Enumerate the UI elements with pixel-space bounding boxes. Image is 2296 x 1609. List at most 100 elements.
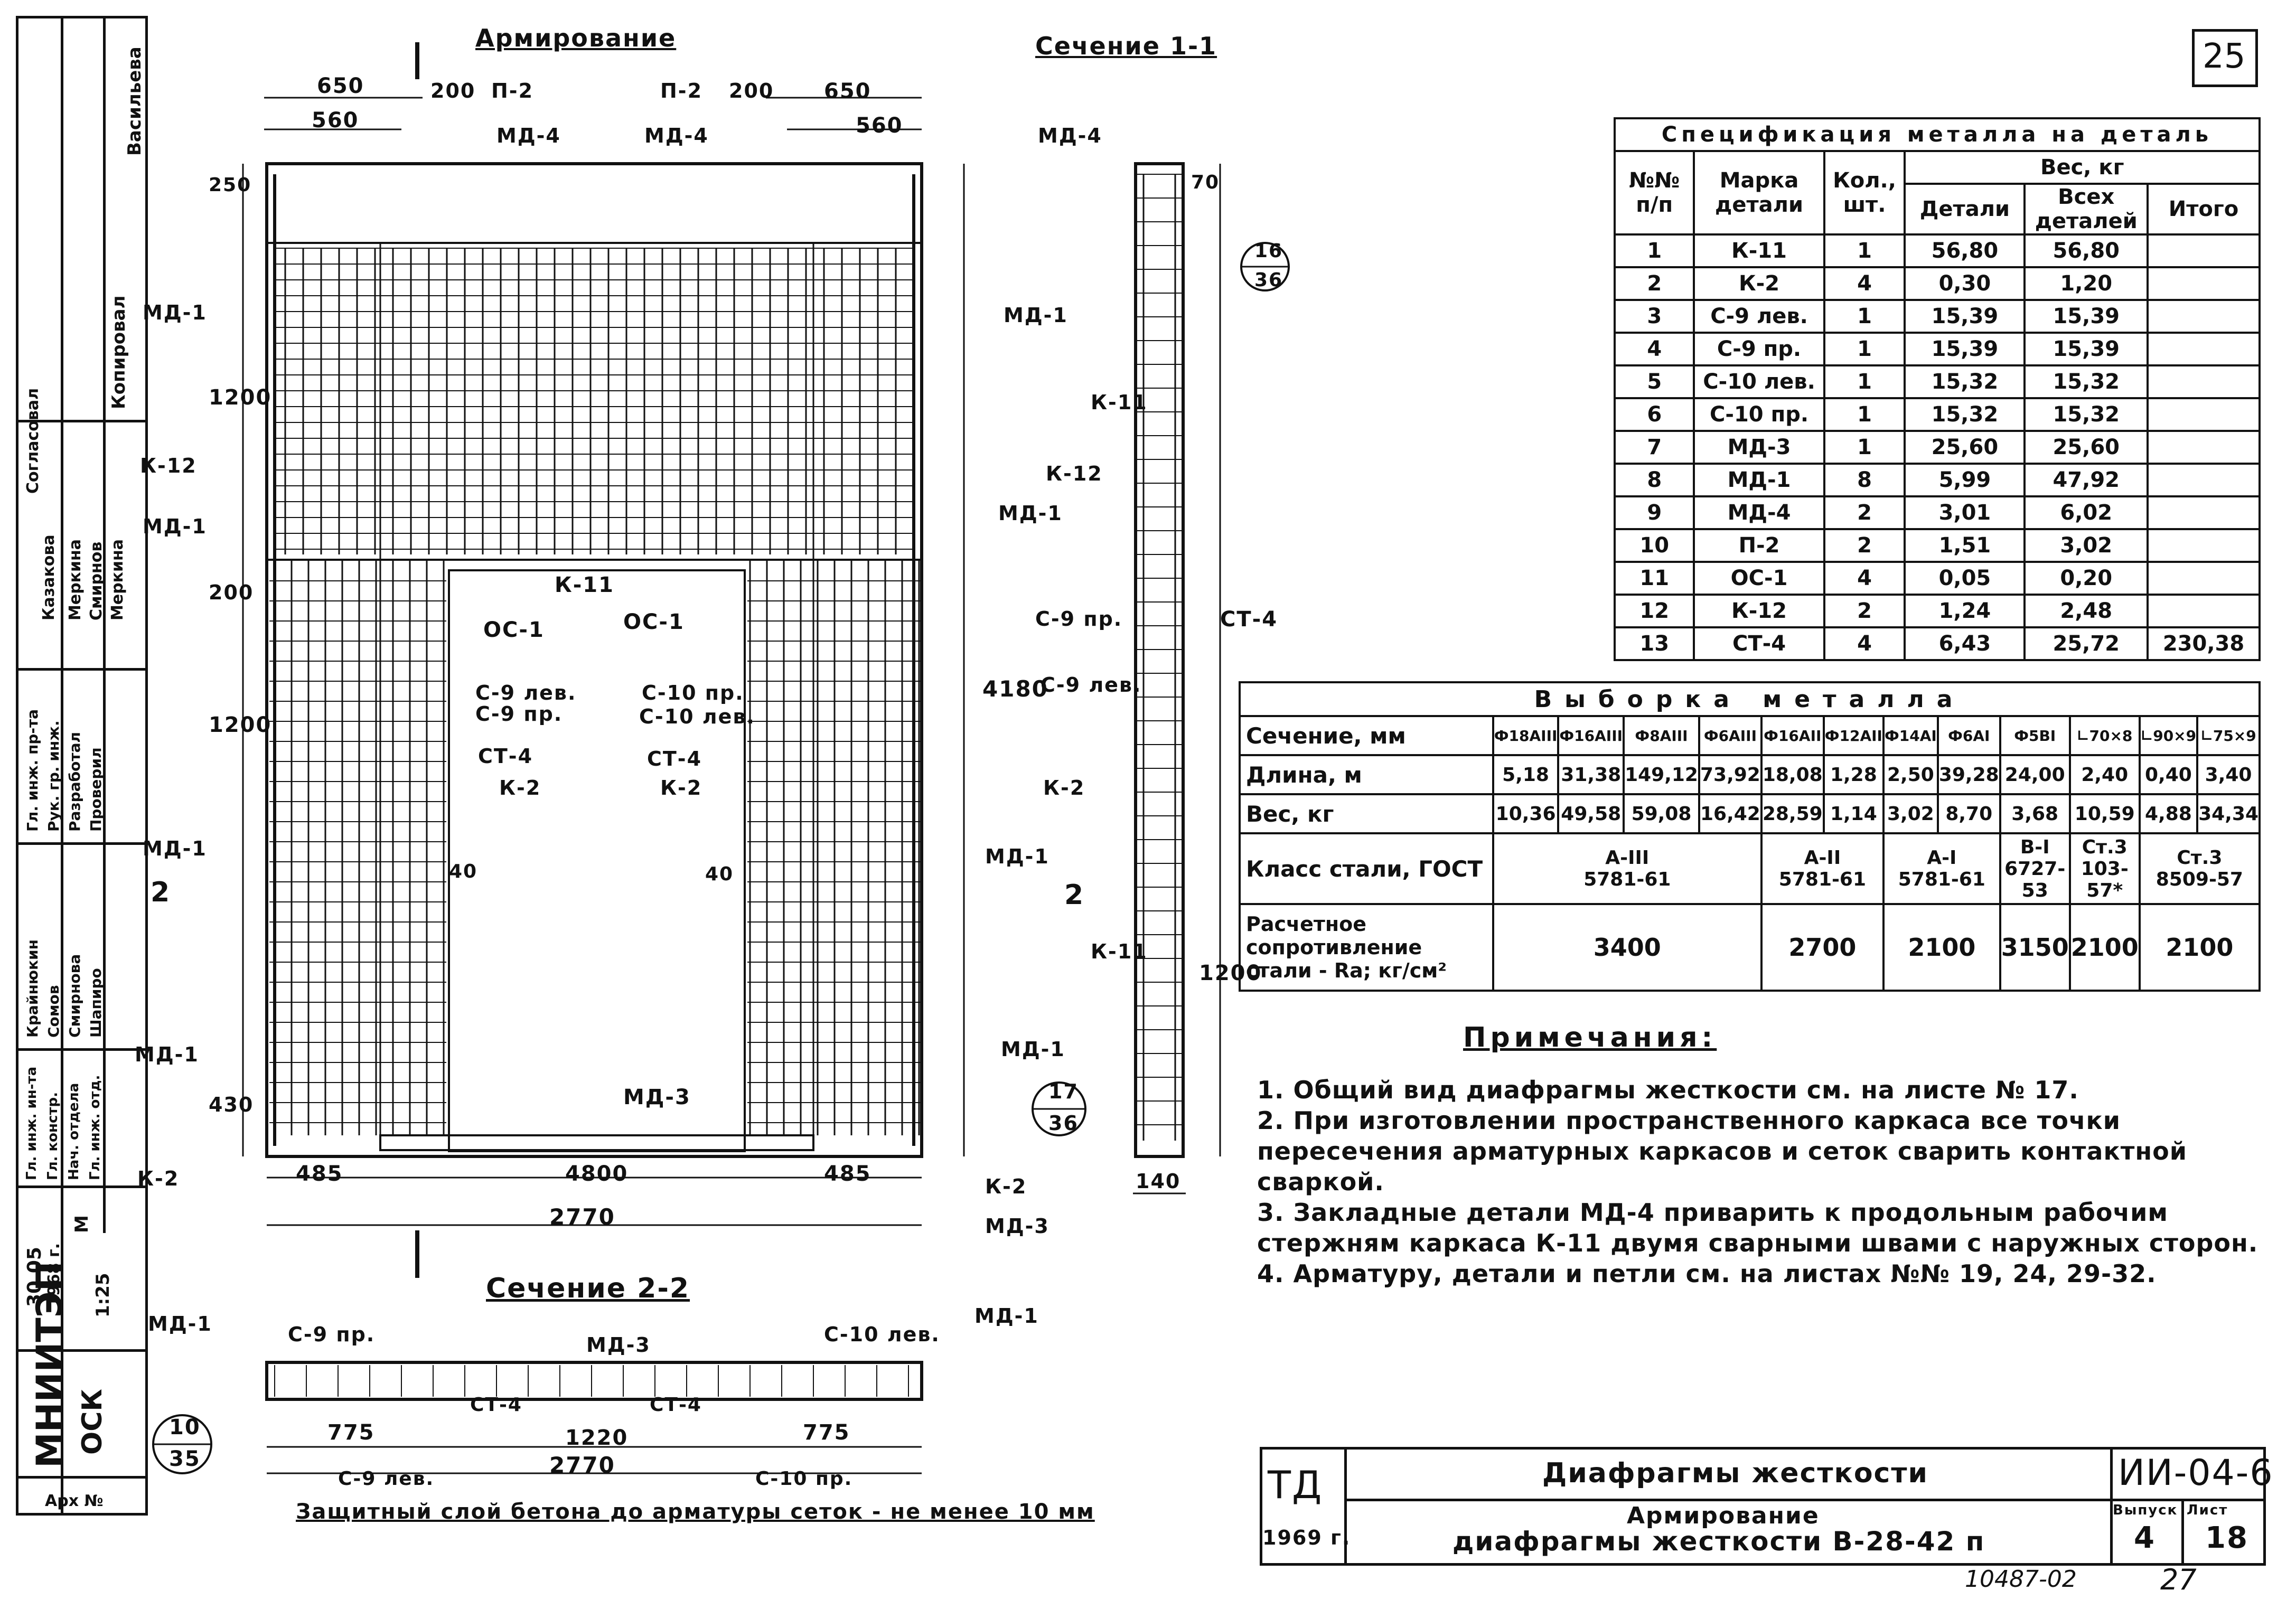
spec-cell-w: 0,30 (1904, 266, 2026, 301)
metal-length-cell: 3,40 (2196, 754, 2261, 795)
tb-name: Диафрагмы жесткости (1542, 1457, 1928, 1489)
spec-cell-total (2147, 495, 2261, 530)
label-k2-bottom-right: К-2 (985, 1175, 1027, 1198)
notes-list: 1. Общий вид диафрагмы жесткости см. на … (1257, 1075, 2261, 1289)
spec-cell-mark: П-2 (1693, 528, 1825, 563)
spec-cell-n: 2 (1613, 266, 1695, 301)
metal-weight-cell: 16,42 (1698, 793, 1763, 834)
metal-weight-cell: 8,70 (1936, 793, 2001, 834)
metal-length-cell: 2,40 (2068, 754, 2141, 795)
spec-cell-qty: 2 (1823, 495, 1906, 530)
title-block (1260, 1447, 2266, 1566)
label-st4-s2-right: СТ-4 (650, 1394, 702, 1416)
metal-col-header: Ф6АI (1936, 715, 2001, 756)
metal-resistance-cell: 2700 (1760, 903, 1885, 992)
spec-cell-n: 13 (1613, 626, 1695, 661)
spec-cell-wall: 15,39 (2023, 332, 2149, 366)
note-3: 3. Закладные детали МД-4 приварить к про… (1257, 1198, 2258, 1257)
metal-resistance-cell: 3400 (1492, 903, 1763, 992)
metal-col-header: Ф16АII (1760, 715, 1825, 756)
dim-1200-l1: 1200 (209, 385, 272, 410)
spec-cell-mark: К-11 (1693, 233, 1825, 268)
metal-length-cell: 2,50 (1882, 754, 1939, 795)
metal-resistance-cell: 2100 (2068, 903, 2141, 992)
metal-col-header: Ф16АIII (1557, 715, 1625, 756)
dim-485-left: 485 (296, 1162, 343, 1186)
spec-cell-qty: 1 (1823, 233, 1906, 268)
spec-cell-w: 56,80 (1904, 233, 2026, 268)
spec-cell-mark: МД-4 (1693, 495, 1825, 530)
metal-length-cell: 18,08 (1760, 754, 1825, 795)
spec-cell-qty: 4 (1823, 626, 1906, 661)
spec-cell-n: 4 (1613, 332, 1695, 366)
label-s9lev: С-9 лев. (475, 681, 577, 704)
metal-title: Выборка металла (1239, 681, 2261, 717)
title-section-2: Сечение 2-2 (486, 1273, 690, 1304)
spec-cell-wall: 1,20 (2023, 266, 2149, 301)
spec-cell-wall: 47,92 (2023, 463, 2149, 497)
spec-cell-n: 6 (1613, 397, 1695, 432)
spec-cell-n: 11 (1613, 561, 1695, 596)
tb-subtitle-1: Армирование (1627, 1502, 1820, 1529)
spec-cell-mark: С-10 лев. (1693, 364, 1825, 399)
metal-col-header: Ф12АII (1822, 715, 1885, 756)
spec-cell-w: 1,24 (1904, 594, 2026, 628)
metal-length-cell: 24,00 (1999, 754, 2071, 795)
spec-cell-w: 15,32 (1904, 364, 2026, 399)
ref-36-b: 36 (1048, 1112, 1079, 1135)
metal-col-header: Ф18АIII (1492, 715, 1560, 756)
ref-35: 35 (169, 1447, 201, 1471)
label-os1-b: ОС-1 (623, 610, 685, 634)
spec-cell-mark: С-9 пр. (1693, 332, 1825, 366)
spec-cell-w: 25,60 (1904, 430, 2026, 465)
metal-resistance-cell: 3150 (1999, 903, 2071, 992)
tb-org: ТД (1268, 1463, 1323, 1507)
spec-cell-wall: 25,60 (2023, 430, 2149, 465)
metal-weight-cell: 59,08 (1623, 793, 1700, 834)
spec-cell-n: 3 (1613, 299, 1695, 334)
spec-cell-qty: 2 (1823, 528, 1906, 563)
metal-weight-cell: 1,14 (1822, 793, 1885, 834)
spec-cell-qty: 4 (1823, 561, 1906, 596)
metal-class-gost: 5781-61 (1898, 869, 1985, 890)
dim-650-left: 650 (317, 74, 364, 98)
spec-title: Спецификация металла на деталь (1614, 117, 2261, 152)
label-s10pr-s2: С-10 пр. (755, 1468, 853, 1490)
spec-cell-mark: ОС-1 (1693, 561, 1825, 596)
label-st4-right: СТ-4 (647, 747, 702, 770)
dim-4800: 4800 (565, 1162, 629, 1186)
label-st4-left: СТ-4 (478, 745, 533, 768)
metal-class-gost: 8509-57 (2156, 869, 2243, 890)
metal-class-name: Ст.3 (2177, 847, 2223, 869)
metal-col-header: Ф5ВI (1999, 715, 2071, 756)
spec-h-wdetail: Детали (1904, 183, 2026, 236)
metal-length-cell: 31,38 (1557, 754, 1625, 795)
tb-sheet-label: Лист (2187, 1502, 2228, 1518)
spec-cell-wall: 2,48 (2023, 594, 2149, 628)
spec-cell-n: 9 (1613, 495, 1695, 530)
spec-cell-total (2147, 397, 2261, 432)
label-md1-r1: МД-1 (1004, 304, 1068, 327)
spec-cell-n: 5 (1613, 364, 1695, 399)
spec-cell-total (2147, 364, 2261, 399)
spec-cell-qty: 2 (1823, 594, 1906, 628)
spec-cell-qty: 4 (1823, 266, 1906, 301)
metal-col-header: Ф14АI (1882, 715, 1939, 756)
dim-200-right: 200 (729, 79, 774, 102)
spec-cell-wall: 25,72 (2023, 626, 2149, 661)
bottom-code: 10487-02 (1965, 1566, 2077, 1593)
label-section-2-left: 2 (151, 877, 171, 908)
spec-cell-n: 8 (1613, 463, 1695, 497)
page-number-box (2192, 29, 2258, 87)
metal-weight-cell: 28,59 (1760, 793, 1825, 834)
ref-17: 17 (1048, 1080, 1079, 1103)
spec-cell-w: 15,32 (1904, 397, 2026, 432)
